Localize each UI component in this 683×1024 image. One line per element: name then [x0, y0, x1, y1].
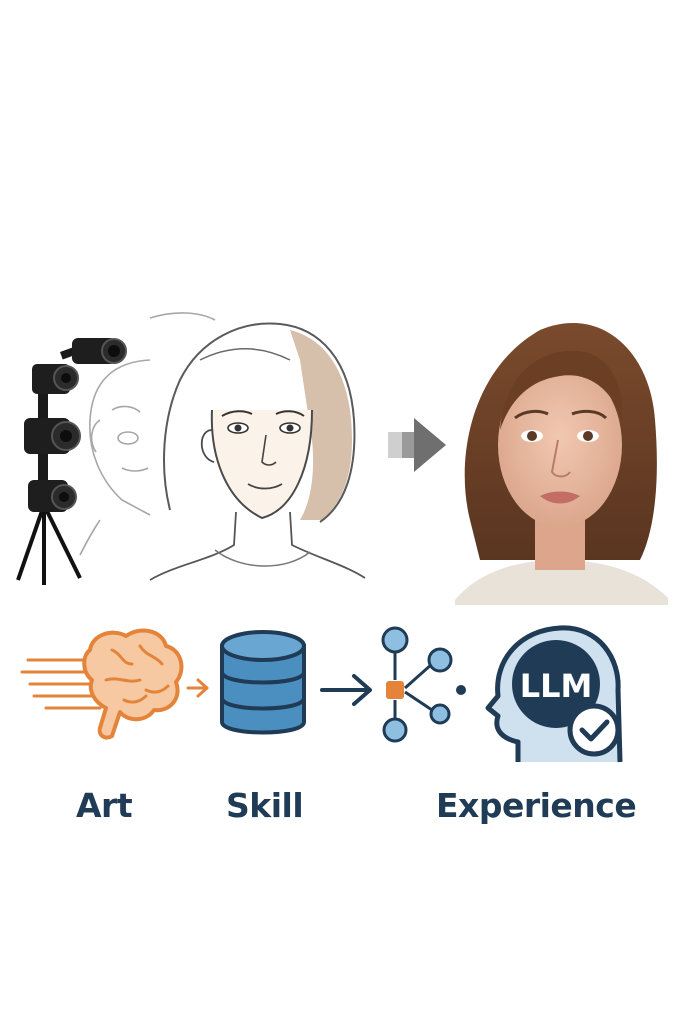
network-nodes-icon	[381, 626, 466, 743]
photo-portrait-icon	[455, 323, 668, 605]
sketch-male-head-icon	[79, 312, 216, 556]
sketch-female-head-icon	[149, 322, 366, 581]
label-art: Art	[76, 786, 133, 825]
llm-badge-text: LLM	[520, 667, 593, 705]
check-badge-icon	[567, 703, 621, 757]
arrow-right-icon	[388, 418, 446, 472]
label-skill: Skill	[226, 786, 304, 825]
camera-rig-icon	[16, 338, 127, 585]
brain-speed-icon	[20, 628, 209, 740]
database-icon	[220, 630, 306, 735]
arrow-right-small-icon	[320, 674, 372, 706]
label-experience: Experience	[436, 786, 637, 825]
